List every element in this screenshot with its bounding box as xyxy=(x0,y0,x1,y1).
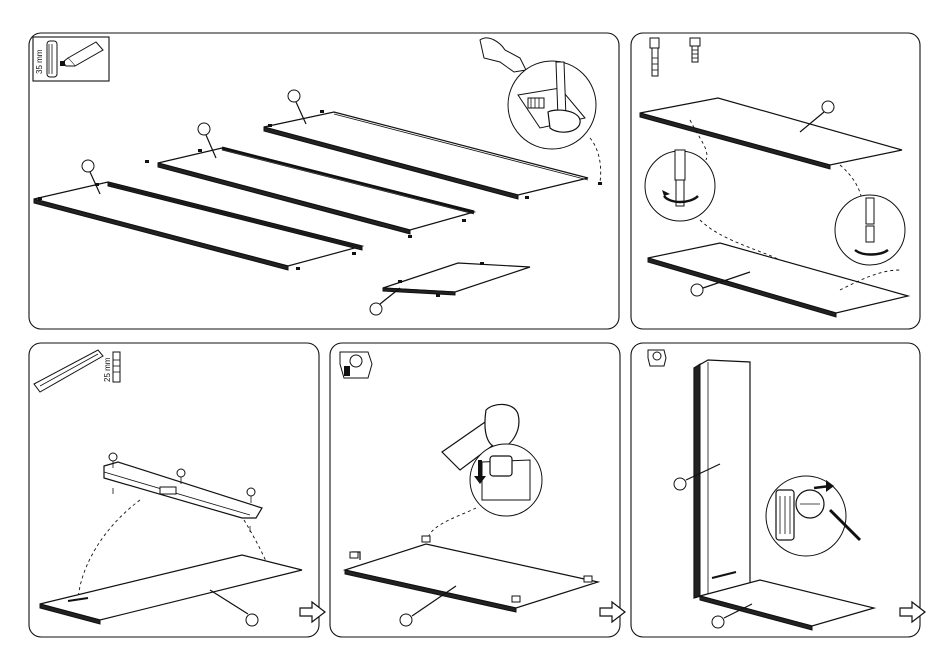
step-panel-5 xyxy=(631,343,925,637)
step-panel-3: 25 mm xyxy=(29,343,325,637)
cam-screw-icon xyxy=(690,38,700,62)
cam-lock-icon xyxy=(648,350,666,366)
dowel-icon xyxy=(528,98,544,108)
screw-length-label: 25 mm xyxy=(103,357,112,382)
step-panel-1: 35 mm xyxy=(29,33,619,329)
cam-lock-icon xyxy=(512,596,520,602)
cam-lock-icon xyxy=(422,536,430,542)
hardware-box xyxy=(340,352,372,378)
screwdriver-detail-left xyxy=(645,150,715,221)
step-panel-4 xyxy=(330,343,625,637)
hardware-box: 35 mm xyxy=(33,37,109,81)
hardware-box xyxy=(648,350,666,366)
screw-icon xyxy=(113,352,120,382)
part-callout-circle xyxy=(822,101,834,113)
part-callout-circle xyxy=(82,160,94,172)
part-callout-circle xyxy=(400,614,412,626)
part-callout-circle xyxy=(712,616,724,628)
cam-lock-icon xyxy=(350,552,358,558)
step-panel-2 xyxy=(631,33,920,329)
cam-lock-icon xyxy=(490,456,512,476)
hammer-icon xyxy=(548,110,580,132)
cam-lock-icon xyxy=(584,576,592,582)
cam-lock-icon xyxy=(340,352,372,378)
part-callout-circle xyxy=(246,614,258,626)
screwdriver-icon xyxy=(675,150,685,180)
part-callout-circle xyxy=(370,303,382,315)
part-callout-circle xyxy=(674,478,686,490)
dowel-length-label: 35 mm xyxy=(35,49,44,74)
part-callout-circle xyxy=(288,90,300,102)
part-callout-circle xyxy=(198,123,210,135)
screwdriver-detail-right xyxy=(835,195,905,265)
screwdriver-icon xyxy=(866,198,874,224)
part-callout-circle xyxy=(691,284,703,296)
